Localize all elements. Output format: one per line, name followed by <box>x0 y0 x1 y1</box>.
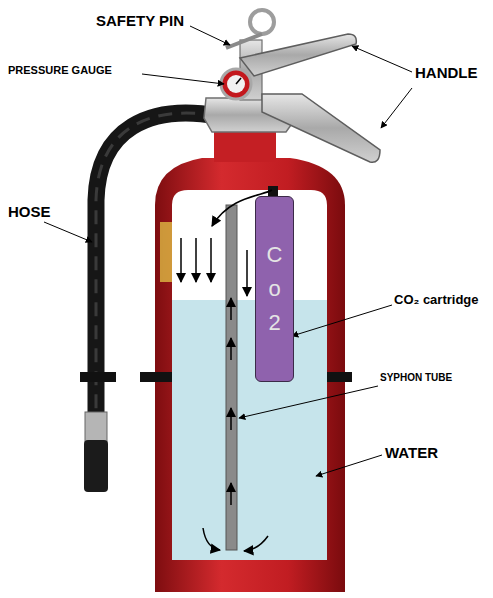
nozzle-ring <box>85 412 107 442</box>
flow-arrow <box>230 483 232 505</box>
part-label: SAFETY PIN <box>96 12 184 29</box>
flow-arrow <box>180 238 182 282</box>
body-sticker <box>160 222 172 282</box>
flow-arrow <box>203 528 220 550</box>
flow-arrow <box>246 250 248 296</box>
water-fill <box>172 300 327 560</box>
leader-line <box>142 74 224 84</box>
flow-arrow <box>244 536 268 551</box>
syphon-tube <box>226 205 237 550</box>
gauge-needle <box>236 78 241 84</box>
leader-line <box>292 305 392 336</box>
leader-line <box>190 26 230 45</box>
leader-line <box>44 222 92 242</box>
cutaway-window <box>172 190 327 560</box>
safety-pin <box>226 34 262 48</box>
safety-pin-ring <box>250 10 274 34</box>
flow-arrow <box>230 338 232 360</box>
nozzle <box>84 440 108 492</box>
part-label: CO₂ cartridge <box>394 292 479 307</box>
leader-line <box>239 386 378 418</box>
part-label: HOSE <box>8 203 51 220</box>
flow-arrow <box>230 408 232 430</box>
flow-arrow <box>210 238 212 282</box>
upper-handle <box>240 34 356 76</box>
extinguisher-body <box>155 158 345 592</box>
part-label: PRESSURE GAUGE <box>8 64 112 76</box>
flow-arrow <box>195 238 197 282</box>
leader-line <box>381 88 412 128</box>
hose-clip <box>80 372 116 382</box>
part-label: SYPHON TUBE <box>380 372 452 383</box>
leader-line <box>316 455 382 476</box>
cartridge-label: C o 2 <box>266 238 284 340</box>
leader-line <box>352 46 412 72</box>
co2-cartridge: C o 2 <box>255 196 294 382</box>
flow-arrow <box>230 298 232 320</box>
part-label: HANDLE <box>415 64 478 81</box>
lower-handle <box>262 94 380 162</box>
pressure-gauge <box>221 69 251 99</box>
gauge-face <box>227 75 245 93</box>
part-label: WATER <box>385 444 438 461</box>
